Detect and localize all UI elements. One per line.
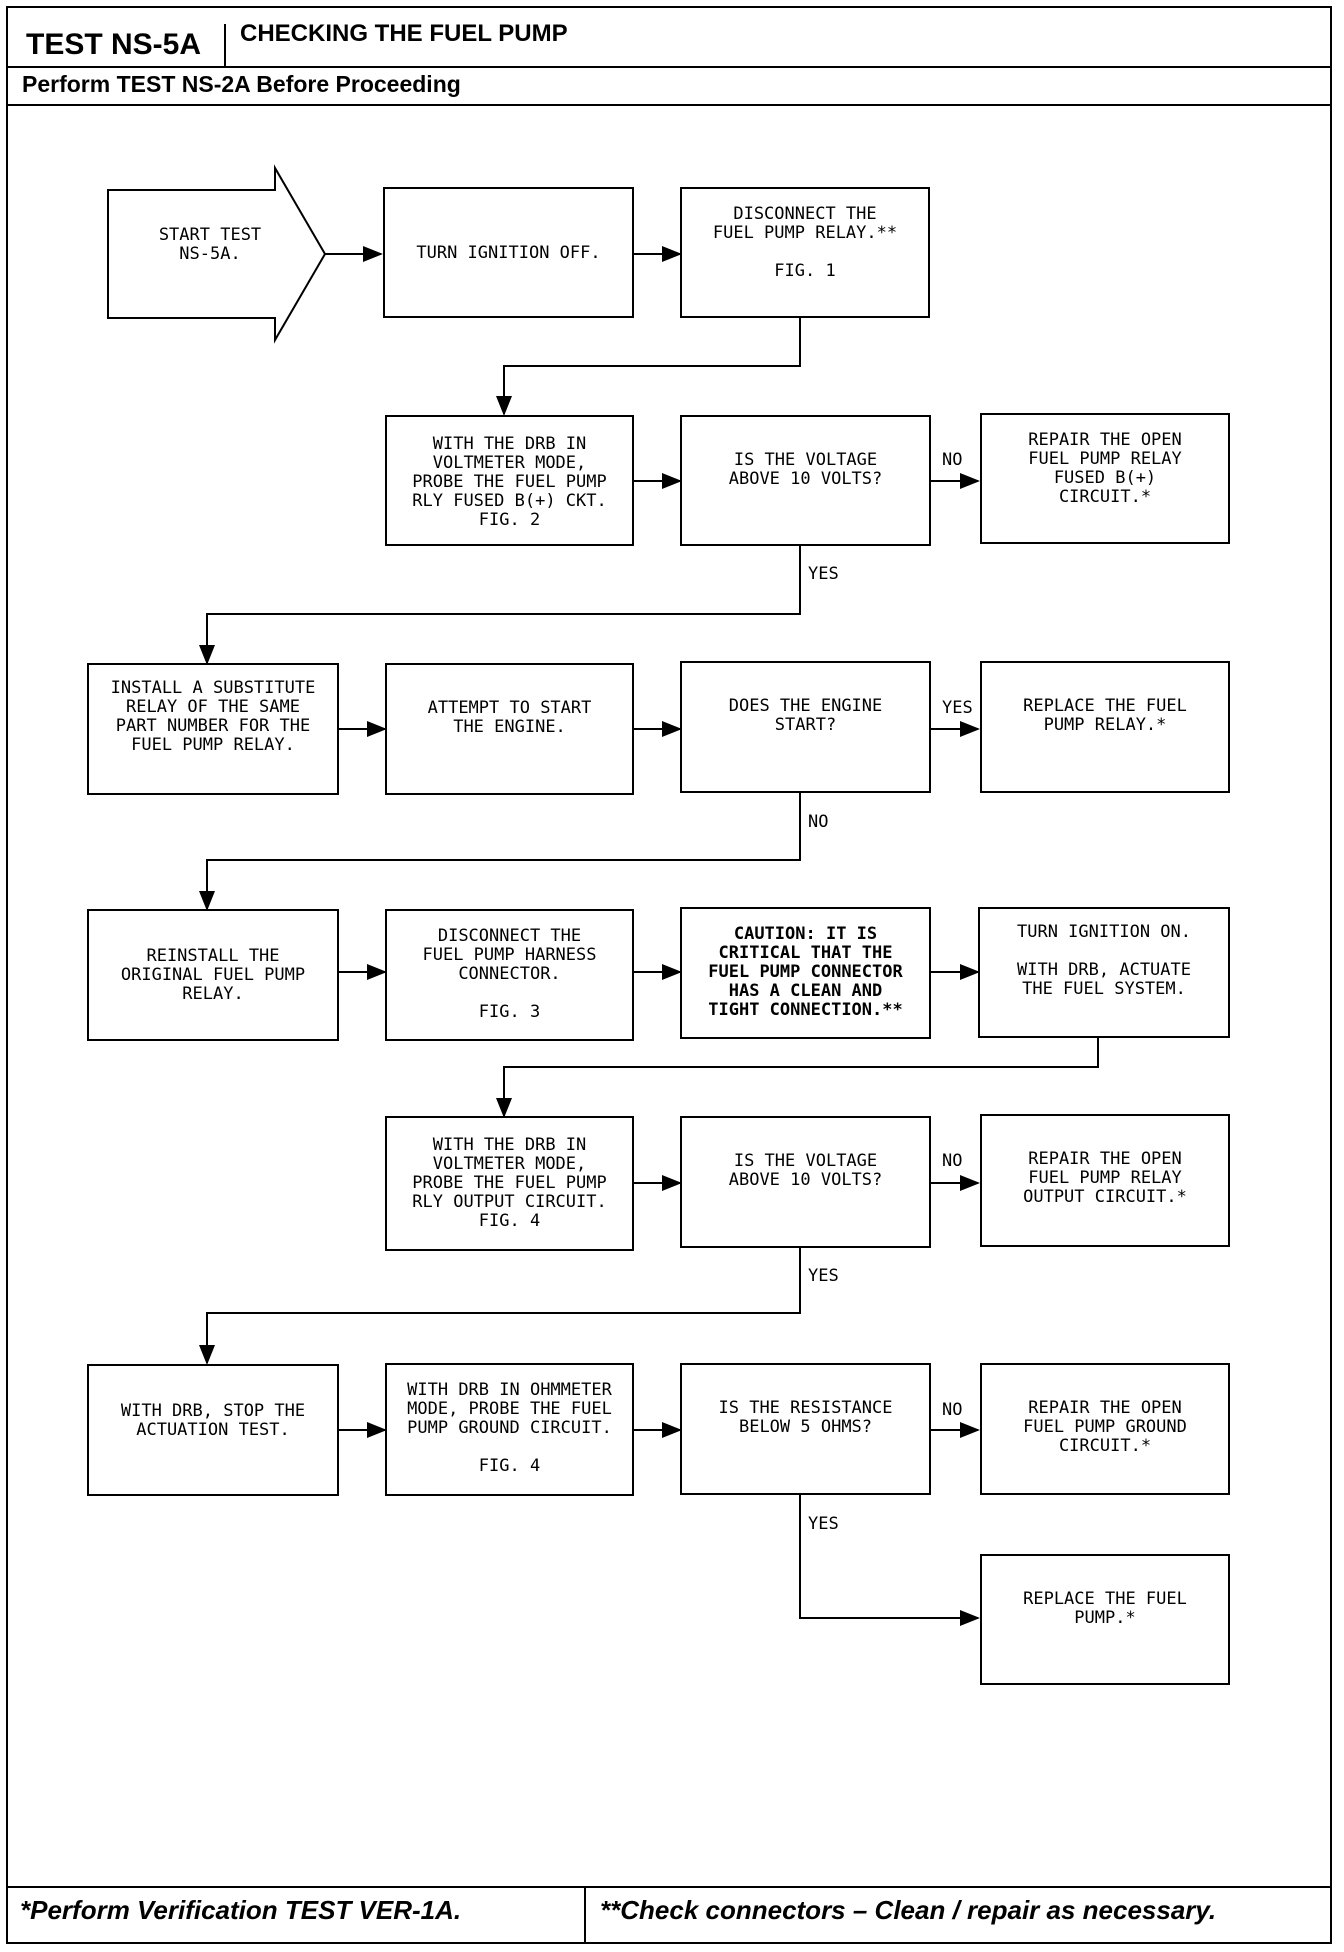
caution-clean-connection: CAUTION: IT IS CRITICAL THAT THE FUEL PU… <box>680 907 931 1039</box>
connector <box>496 318 801 416</box>
decision-voltage-above-10: IS THE VOLTAGE ABOVE 10 VOLTS? <box>680 415 931 546</box>
test-id: TEST NS-5A <box>8 24 226 66</box>
start-test-label: START TEST NS-5A. <box>158 225 262 264</box>
decision-voltage-above-10: IS THE VOLTAGE ABOVE 10 VOLTS? <box>680 1116 931 1248</box>
step-ignition-on-actuate: TURN IGNITION ON. WITH DRB, ACTUATE THE … <box>978 907 1230 1038</box>
step-turn-ignition-off: TURN IGNITION OFF. <box>383 187 634 318</box>
no-label: NO <box>942 1400 963 1420</box>
step-stop-actuation: WITH DRB, STOP THE ACTUATION TEST. <box>87 1364 339 1496</box>
no-label: NO <box>808 812 829 832</box>
footnote-verification: *Perform Verification TEST VER-1A. <box>20 1895 462 1925</box>
result-repair-ground-circuit: REPAIR THE OPEN FUEL PUMP GROUND CIRCUIT… <box>980 1363 1230 1495</box>
connector <box>199 793 801 911</box>
result-replace-relay: REPLACE THE FUEL PUMP RELAY.* <box>980 661 1230 793</box>
page-title: CHECKING THE FUEL PUMP <box>240 20 568 47</box>
divider <box>8 1886 1330 1888</box>
connector <box>799 1495 980 1626</box>
step-probe-output-circuit: WITH THE DRB IN VOLTMETER MODE, PROBE TH… <box>385 1116 634 1251</box>
step-reinstall-original-relay: REINSTALL THE ORIGINAL FUEL PUMP RELAY. <box>87 909 339 1041</box>
page-frame <box>6 6 1332 1944</box>
step-probe-ground-circuit: WITH DRB IN OHMMETER MODE, PROBE THE FUE… <box>385 1363 634 1496</box>
no-label: NO <box>942 1151 963 1171</box>
decision-resistance-below-5: IS THE RESISTANCE BELOW 5 OHMS? <box>680 1363 931 1495</box>
step-probe-fused-circuit: WITH THE DRB IN VOLTMETER MODE, PROBE TH… <box>385 415 634 546</box>
yes-label: YES <box>808 1514 839 1534</box>
connector <box>199 1248 801 1365</box>
start-arrow-shape <box>107 164 327 344</box>
result-repair-fused-circuit: REPAIR THE OPEN FUEL PUMP RELAY FUSED B(… <box>980 413 1230 544</box>
connector <box>199 546 801 665</box>
step-install-substitute-relay: INSTALL A SUBSTITUTE RELAY OF THE SAME P… <box>87 663 339 795</box>
divider <box>8 104 1330 106</box>
step-disconnect-relay: DISCONNECT THE FUEL PUMP RELAY.** FIG. 1 <box>680 187 930 318</box>
result-replace-fuel-pump: REPLACE THE FUEL PUMP.* <box>980 1554 1230 1685</box>
yes-label: YES <box>942 698 973 718</box>
divider <box>584 1886 586 1944</box>
no-label: NO <box>942 450 963 470</box>
step-disconnect-harness: DISCONNECT THE FUEL PUMP HARNESS CONNECT… <box>385 909 634 1041</box>
result-repair-output-circuit: REPAIR THE OPEN FUEL PUMP RELAY OUTPUT C… <box>980 1114 1230 1247</box>
decision-engine-start: DOES THE ENGINE START? <box>680 661 931 793</box>
prerequisite-note: Perform TEST NS-2A Before Proceeding <box>22 71 461 97</box>
footnote-connectors: **Check connectors – Clean / repair as n… <box>600 1895 1217 1925</box>
connector <box>496 1038 1099 1118</box>
yes-label: YES <box>808 1266 839 1286</box>
yes-label: YES <box>808 564 839 584</box>
step-attempt-start: ATTEMPT TO START THE ENGINE. <box>385 663 634 795</box>
divider <box>8 66 1330 68</box>
